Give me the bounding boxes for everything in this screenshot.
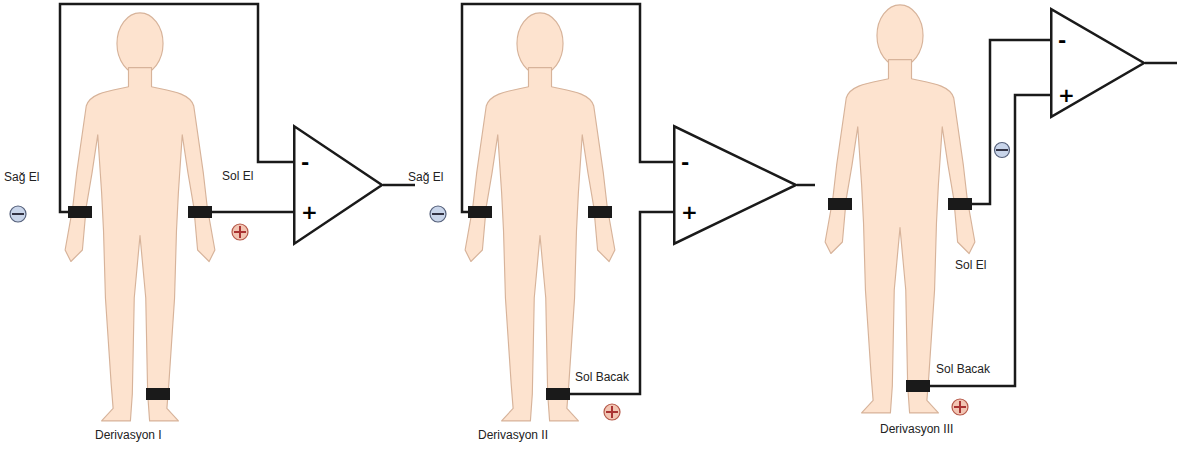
op-amp: -+	[1050, 8, 1145, 118]
wire	[60, 4, 293, 212]
wire	[462, 4, 673, 212]
lead-name: Derivasyon II	[478, 428, 548, 443]
inverting-input-sign: -	[681, 152, 689, 172]
electrode	[468, 206, 492, 218]
human-figure	[465, 13, 615, 421]
positive-electrode-symbol	[604, 404, 620, 420]
op-amp-triangle	[293, 125, 383, 245]
negative-electrode-symbol	[10, 206, 26, 222]
op-amp-triangle	[673, 125, 797, 245]
electrode-label: Sol Bacak	[575, 370, 629, 385]
electrode	[188, 206, 212, 218]
electrode	[546, 388, 570, 400]
electrode	[68, 206, 92, 218]
electrode-label: Sağ El	[408, 170, 443, 185]
human-figure	[825, 5, 975, 413]
op-amp: -+	[293, 125, 383, 245]
lead-name: Derivasyon I	[95, 428, 162, 443]
noninverting-input-sign: +	[1058, 85, 1075, 105]
electrode	[906, 380, 930, 392]
electrode	[828, 198, 852, 210]
electrode	[588, 206, 612, 218]
wire	[930, 95, 1050, 386]
op-amp: -+	[673, 125, 797, 245]
inverting-input-sign: -	[301, 152, 309, 172]
human-figure	[65, 13, 215, 421]
negative-electrode-symbol	[995, 143, 1010, 158]
wire	[212, 211, 293, 214]
wire	[972, 40, 1050, 204]
electrode-label: Sol Bacak	[936, 362, 990, 377]
inverting-input-sign: -	[1058, 30, 1066, 50]
lead-name: Derivasyon III	[880, 422, 953, 437]
output-wire	[1145, 62, 1177, 65]
electrode-label: Sağ El	[4, 170, 39, 185]
electrode-label: Sol El	[222, 169, 253, 184]
noninverting-input-sign: +	[301, 202, 318, 222]
wire	[570, 212, 673, 394]
output-wire	[383, 184, 415, 187]
output-wire	[797, 184, 815, 187]
electrode-label: Sol El	[955, 258, 986, 273]
noninverting-input-sign: +	[681, 202, 698, 222]
positive-electrode-symbol	[232, 224, 248, 240]
electrode	[948, 198, 972, 210]
negative-electrode-symbol	[430, 206, 446, 222]
positive-electrode-symbol	[952, 399, 968, 415]
electrode	[146, 388, 170, 400]
